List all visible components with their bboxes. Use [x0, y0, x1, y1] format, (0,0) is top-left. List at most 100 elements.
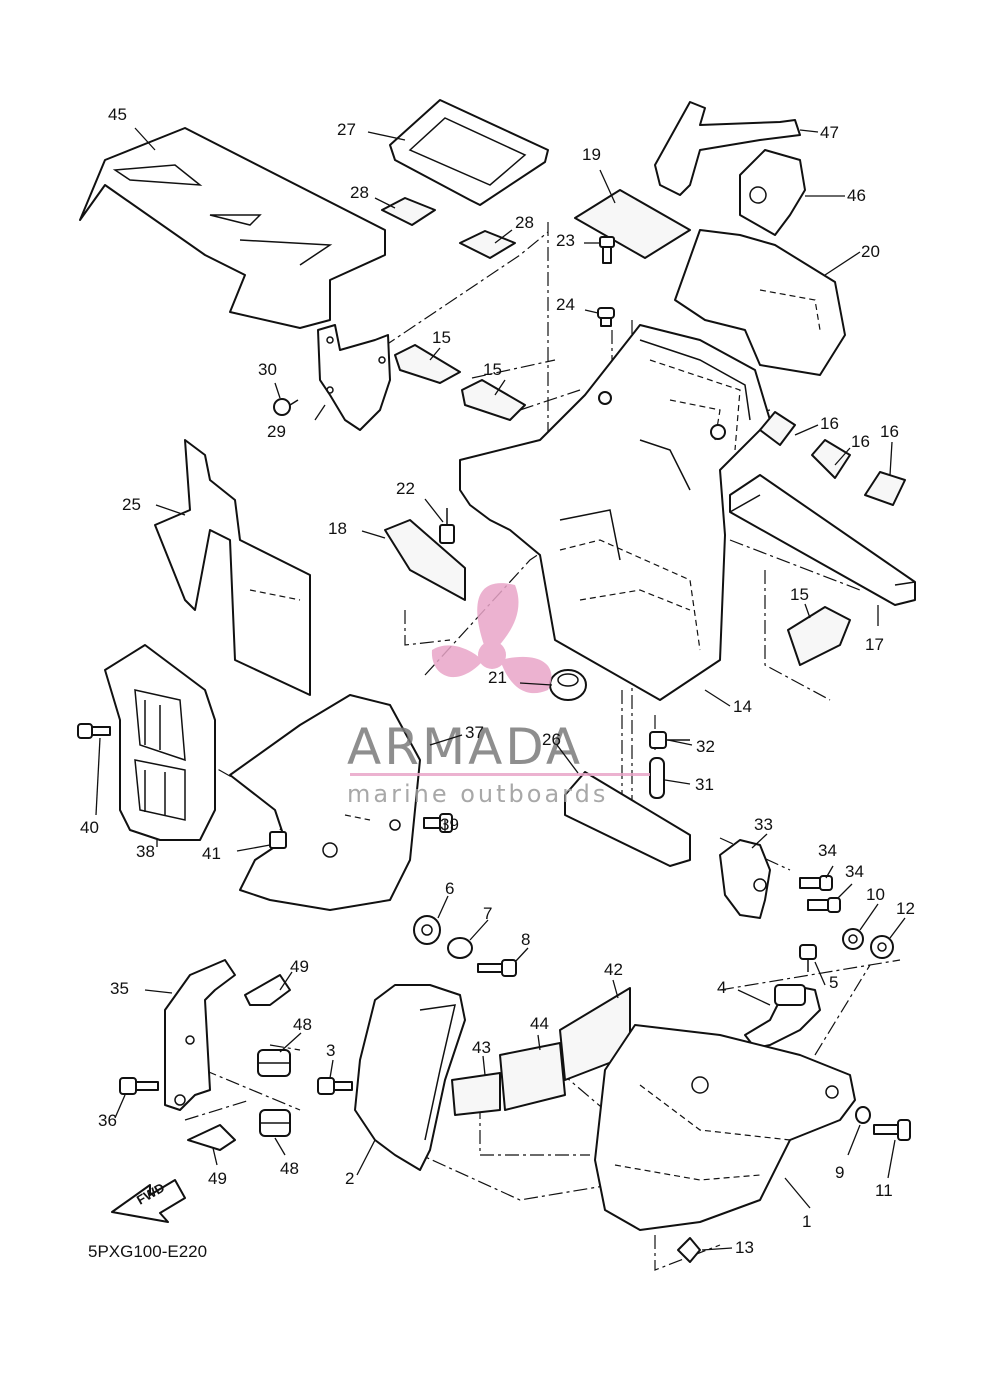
callout-label: 14 [733, 697, 752, 716]
part-39-clip [269, 831, 287, 849]
part-3-bolt [317, 1077, 353, 1095]
callout-20: 20 [824, 242, 880, 276]
callout-leader [236, 844, 271, 852]
callout-leader [424, 498, 444, 523]
part-15-pad-a [394, 344, 461, 384]
part-49-clamp-a [244, 974, 291, 1006]
callout-label: 15 [432, 328, 451, 347]
callout-22: 22 [396, 479, 444, 523]
part-16-pad-a [759, 411, 796, 446]
callout-leader [889, 441, 893, 476]
callout-leader [95, 737, 101, 816]
callout-27: 27 [337, 120, 406, 141]
callout-label: 29 [267, 422, 286, 441]
callout-leader [469, 919, 489, 941]
callout-leader [824, 251, 861, 276]
callout-label: 27 [337, 120, 356, 139]
part-28-pad-a [381, 197, 436, 226]
callout-14: 14 [704, 689, 752, 716]
callout-2: 2 [345, 1139, 376, 1188]
callout-leader [155, 504, 186, 516]
callout-label: 18 [328, 519, 347, 538]
callout-21: 21 [488, 668, 553, 687]
callout-32: 32 [667, 737, 715, 756]
callout-label: 34 [845, 862, 864, 881]
callout-label: 10 [866, 885, 885, 904]
callout-leader [799, 129, 819, 133]
callout-16: 16 [794, 414, 839, 436]
callout-leader [847, 1124, 861, 1156]
part-16-pad-b [811, 439, 851, 479]
callout-label: 36 [98, 1111, 117, 1130]
propeller-logo-icon [431, 583, 552, 694]
part-44-tape [499, 1042, 566, 1111]
callout-40: 40 [80, 737, 101, 837]
callout-49: 49 [208, 1147, 227, 1188]
part-25-panel [154, 439, 311, 696]
armada-watermark: ARMADA marine outboards [347, 583, 650, 808]
callout-47: 47 [799, 123, 839, 142]
callout-24: 24 [556, 295, 599, 314]
callout-23: 23 [556, 231, 600, 250]
part-49-clamp-b [187, 1124, 236, 1151]
callout-label: 22 [396, 479, 415, 498]
callout-leader [794, 424, 819, 436]
callout-39: 39 [440, 815, 459, 834]
callout-leader [889, 917, 906, 939]
callout-leader [737, 989, 771, 1006]
callout-leader [784, 1177, 811, 1209]
callout-label: 19 [582, 145, 601, 164]
callout-leader [437, 895, 449, 919]
part-35-bracket [164, 959, 236, 1111]
callout-leader [804, 603, 811, 619]
callout-label: 45 [108, 105, 127, 124]
watermark-rule [350, 773, 650, 776]
part-10-washer [842, 928, 864, 950]
callout-label: 41 [202, 844, 221, 863]
callout-label: 15 [483, 360, 502, 379]
callout-leader [667, 739, 693, 746]
callout-label: 24 [556, 295, 575, 314]
callout-leader [834, 447, 851, 466]
callout-label: 16 [851, 432, 870, 451]
callout-leader [274, 1137, 286, 1156]
callout-leader [837, 883, 853, 899]
callout-label: 3 [326, 1041, 335, 1060]
callout-7: 7 [469, 904, 492, 941]
callout-label: 12 [896, 899, 915, 918]
callout-label: 25 [122, 495, 141, 514]
callout-label: 42 [604, 960, 623, 979]
part-47-strap [654, 101, 801, 196]
part-19-sheet [574, 189, 691, 259]
callout-leader [519, 682, 553, 686]
callout-label: 5 [829, 973, 838, 992]
callout-15: 15 [483, 360, 506, 396]
callout-35: 35 [110, 979, 173, 998]
callout-leader [584, 309, 599, 314]
callout-label: 16 [820, 414, 839, 433]
part-48-clamp-b [259, 1109, 291, 1137]
callout-label: 37 [465, 723, 484, 742]
callout-36: 36 [98, 1094, 126, 1130]
callout-label: 11 [875, 1181, 893, 1200]
callout-label: 30 [258, 360, 277, 379]
callout-leader [356, 1139, 376, 1176]
callout-label: 35 [110, 979, 129, 998]
part-13-clip [677, 1237, 701, 1263]
part-24-grommet [597, 307, 615, 327]
callout-label: 43 [472, 1038, 491, 1057]
callout-label: 47 [820, 123, 839, 142]
callout-label: 2 [345, 1169, 354, 1188]
callout-label: 32 [696, 737, 715, 756]
diagram-code: 5PXG100-E220 [88, 1242, 207, 1261]
part-29-bracket [317, 324, 391, 431]
callout-5: 5 [814, 961, 838, 992]
part-6-grommet [413, 915, 441, 945]
callout-leader [114, 1094, 126, 1119]
part-21-grommet [549, 669, 587, 701]
callout-41: 41 [202, 844, 271, 863]
callout-12: 12 [889, 899, 915, 939]
part-23-screw [599, 236, 615, 264]
